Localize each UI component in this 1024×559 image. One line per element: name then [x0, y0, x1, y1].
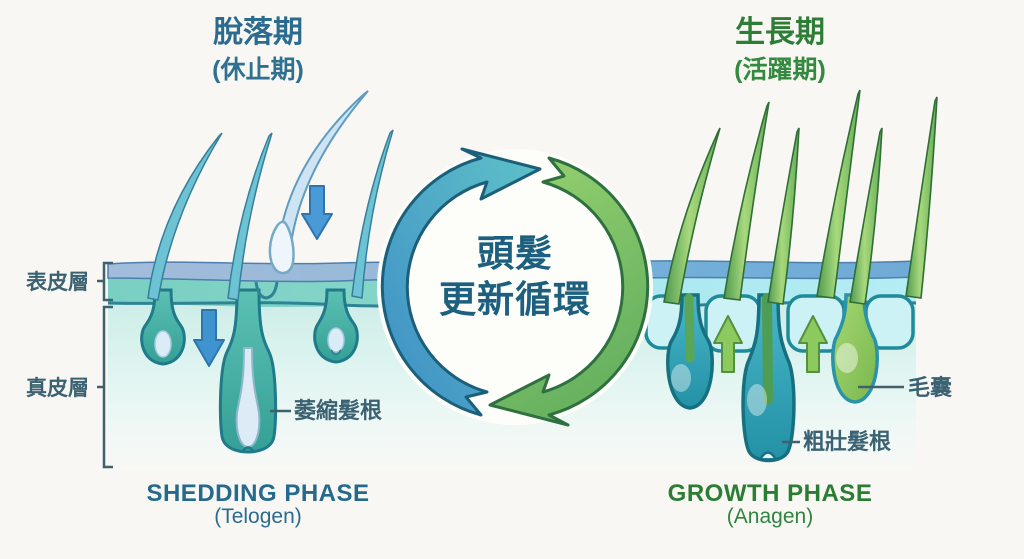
anagen-hairs: [663, 89, 938, 305]
telogen-follicle: [140, 288, 186, 366]
cycle-title-line1: 頭髮: [477, 233, 553, 274]
empty-follicle-opening: [254, 281, 279, 300]
cycle-circle: [377, 149, 653, 425]
hair-blade: [816, 89, 861, 299]
shed-hair-club: [268, 220, 295, 275]
telogen-follicle: [313, 288, 359, 364]
hair-strand: [351, 129, 394, 299]
hair-blade: [663, 127, 721, 305]
up-arrows: [713, 315, 828, 373]
cycle-arrow-green: [488, 156, 650, 427]
growth-phase-en-sub: (Anagen): [726, 505, 814, 528]
telogen-hairs: [147, 129, 394, 301]
up-arrow-icon: [713, 315, 743, 373]
growth-phase-en: GROWTH PHASE: [667, 480, 873, 507]
club-root: [327, 327, 345, 353]
shed-hair-icon: [268, 90, 369, 275]
dermis-label: 真皮層: [26, 377, 89, 400]
bulb-highlight: [671, 364, 691, 392]
up-arrow-icon: [798, 315, 828, 373]
label-pointer-lines: [270, 385, 904, 444]
hair-in-follicle: [762, 293, 773, 405]
hair-strand: [147, 132, 223, 301]
cycle-arrow-blue: [380, 147, 542, 417]
follicle-label: 毛囊: [908, 375, 953, 400]
down-arrow-icon: [193, 309, 225, 367]
shrunken-root-label: 萎縮髮根: [294, 398, 383, 423]
bulb-highlight: [747, 384, 767, 416]
shedding-follicles: [140, 281, 359, 454]
down-arrows: [193, 185, 333, 367]
down-arrow-icon: [301, 185, 333, 240]
shedding-subtitle: (休止期): [212, 56, 304, 84]
layer-brackets: [97, 261, 113, 469]
growth-subtitle: (活躍期): [734, 56, 826, 84]
follicle-bulb-green: [831, 293, 879, 404]
strong-root-label: 粗壯髮根: [803, 429, 892, 454]
root-fork: [330, 349, 342, 356]
growth-title: 生長期: [735, 16, 825, 49]
hair-strand: [227, 132, 273, 301]
hair-blade: [849, 127, 883, 305]
epidermis-label: 表皮層: [26, 271, 89, 294]
hair-blade: [905, 96, 938, 299]
follicle-notch: [240, 446, 256, 453]
cycle-title-line2: 更新循環: [439, 279, 591, 320]
bulb-highlight: [836, 343, 858, 373]
shedding-title: 脫落期: [213, 16, 303, 49]
shedding-phase-en-sub: (Telogen): [214, 505, 302, 528]
hair-blade: [767, 127, 800, 305]
growth-follicles: [666, 293, 879, 463]
recycle-arrows-icon: [377, 147, 653, 427]
hair-blade: [723, 101, 770, 301]
follicle-notch: [759, 451, 777, 459]
hair-in-follicle: [684, 293, 695, 363]
club-root: [154, 330, 172, 358]
shedding-phase-en: SHEDDING PHASE: [146, 480, 370, 507]
